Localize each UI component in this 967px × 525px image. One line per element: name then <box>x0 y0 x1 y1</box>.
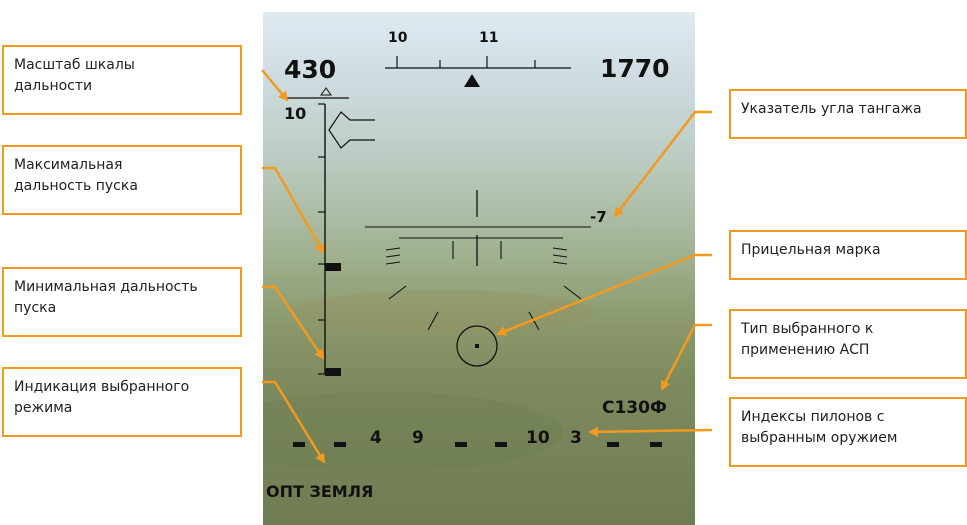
range-scale-marker <box>320 87 332 96</box>
weapon-type-readout: С130Ф <box>602 398 667 418</box>
aiming-circle <box>456 325 498 367</box>
pylon-index: 9 <box>412 428 424 448</box>
pylon-index: 3 <box>570 428 582 448</box>
pylon-dash <box>495 442 507 447</box>
pylon-dash <box>293 442 305 447</box>
heading-label-right: 11 <box>479 30 498 46</box>
callout-range-scale: Масштаб шкалы дальности <box>2 45 242 115</box>
callout-max-range: Максимальная дальность пуска <box>2 145 242 215</box>
pylon-dash <box>607 442 619 447</box>
callout-mode: Индикация выбранного режима <box>2 367 242 437</box>
max-range-marker <box>325 263 341 271</box>
bank-tick <box>385 261 401 265</box>
pylon-dash <box>650 442 662 447</box>
heading-label-left: 10 <box>388 30 408 46</box>
heading-caret <box>464 74 480 87</box>
terrain-field <box>263 392 563 472</box>
range-scale-value: 10 <box>284 104 306 123</box>
hud-symbology: 10 11 430 1770 10 -7 <box>263 30 670 501</box>
callout-aim-mark: Прицельная марка <box>729 230 967 280</box>
bank-tick <box>552 247 568 251</box>
bank-tick <box>385 254 401 258</box>
aiming-dot <box>475 344 479 348</box>
bank-tick <box>388 285 407 300</box>
speed-readout: 430 <box>284 55 336 84</box>
hud-view: 10 11 430 1770 10 -7 <box>263 12 695 525</box>
bank-tick <box>563 285 582 300</box>
mode-readout: ОПТ ЗЕМЛЯ <box>266 482 373 501</box>
bank-tick <box>552 254 568 258</box>
pylon-dash <box>334 442 346 447</box>
callout-weapon-type: Тип выбранного к применению АСП <box>729 309 967 379</box>
closure-arrow <box>328 111 375 149</box>
callout-min-range: Минимальная дальность пуска <box>2 267 242 337</box>
terrain-ridge <box>293 290 593 334</box>
pylon-index: 4 <box>370 428 382 448</box>
pylon-dash <box>455 442 467 447</box>
bank-tick <box>427 311 439 331</box>
bank-tick <box>385 247 401 251</box>
callout-pitch: Указатель угла тангажа <box>729 89 967 139</box>
pylon-index: 10 <box>526 428 550 448</box>
altitude-readout: 1770 <box>600 54 670 83</box>
bank-tick <box>552 261 568 265</box>
pitch-readout: -7 <box>590 208 607 226</box>
callout-pylons: Индексы пилонов с выбранным оружием <box>729 397 967 467</box>
min-range-marker <box>325 368 341 376</box>
